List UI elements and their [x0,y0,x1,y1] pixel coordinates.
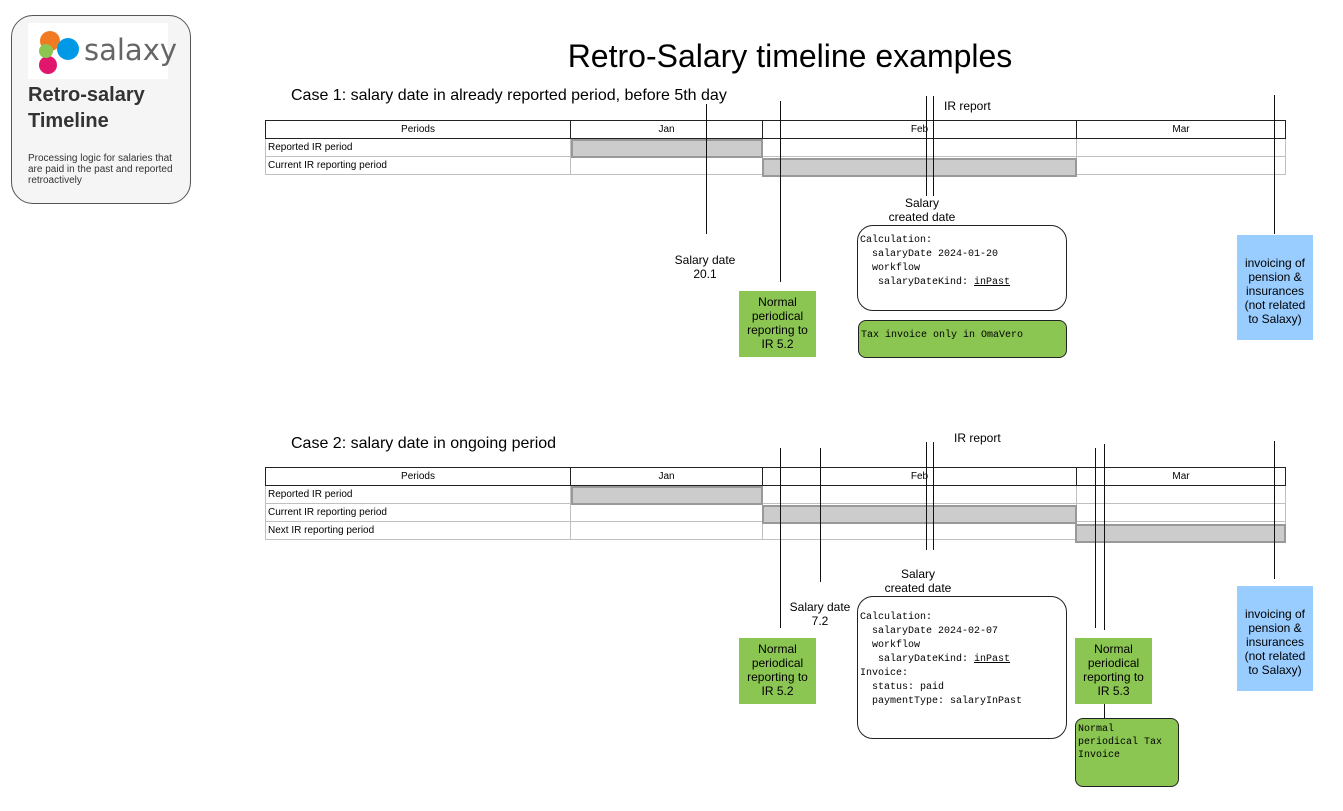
logo-text: salaxy [84,33,178,67]
row-label: Next IR reporting period [265,521,571,540]
periods-header: Periods [265,467,571,486]
logo: salaxy [28,23,177,79]
reporting-line-2 [1095,448,1096,628]
row-label: Reported IR period [265,485,571,504]
current-period-bar [762,158,1077,177]
ir-report-line [926,96,927,196]
ir-report-label: IR report [944,99,991,113]
jan-header: Jan [570,120,763,139]
periods-header: Periods [265,120,571,139]
ir-report-label: IR report [954,431,1001,445]
mar-header: Mar [1076,120,1286,139]
jan-header: Jan [570,467,763,486]
row-label: Reported IR period [265,138,571,157]
calculation-box: Calculation: salaryDate 2024-02-07 workf… [857,596,1067,739]
invoicing-line [1274,95,1275,234]
reported-period-bar [571,486,763,505]
reported-period-bar [571,139,763,158]
card-description: Processing logic for salaries that are p… [28,153,173,186]
calculation-box: Calculation: salaryDate 2024-01-20 workf… [857,225,1067,311]
logo-card: salaxy Retro-salary Timeline Processing … [11,15,191,204]
reporting-line [780,101,781,282]
current-period-bar [762,505,1077,524]
tax-invoice-connector [1104,704,1105,718]
page-title: Retro-Salary timeline examples [567,38,1013,74]
card-title: Retro-salary Timeline [28,84,145,132]
ir-report-line-2 [1104,444,1105,630]
salary-date-line [706,104,707,234]
salary-created-line [933,96,934,196]
case2-title: Case 2: salary date in ongoing period [291,435,557,452]
mar-header: Mar [1076,467,1286,486]
ir-report-line [926,442,927,550]
salary-date-line [820,448,821,582]
row-label: Current IR reporting period [265,503,571,522]
next-period-bar [1075,524,1286,543]
row-label: Current IR reporting period [265,156,571,175]
feb-header: Feb [762,467,1077,486]
reporting-line [780,448,781,628]
case1-title: Case 1: salary date in already reported … [291,87,727,104]
tax-invoice-box: Tax invoice only in OmaVero [858,320,1067,358]
salaxy-logo-icon [39,31,79,74]
invoicing-line [1274,441,1275,579]
salary-created-line [933,442,934,550]
feb-header: Feb [762,120,1077,139]
